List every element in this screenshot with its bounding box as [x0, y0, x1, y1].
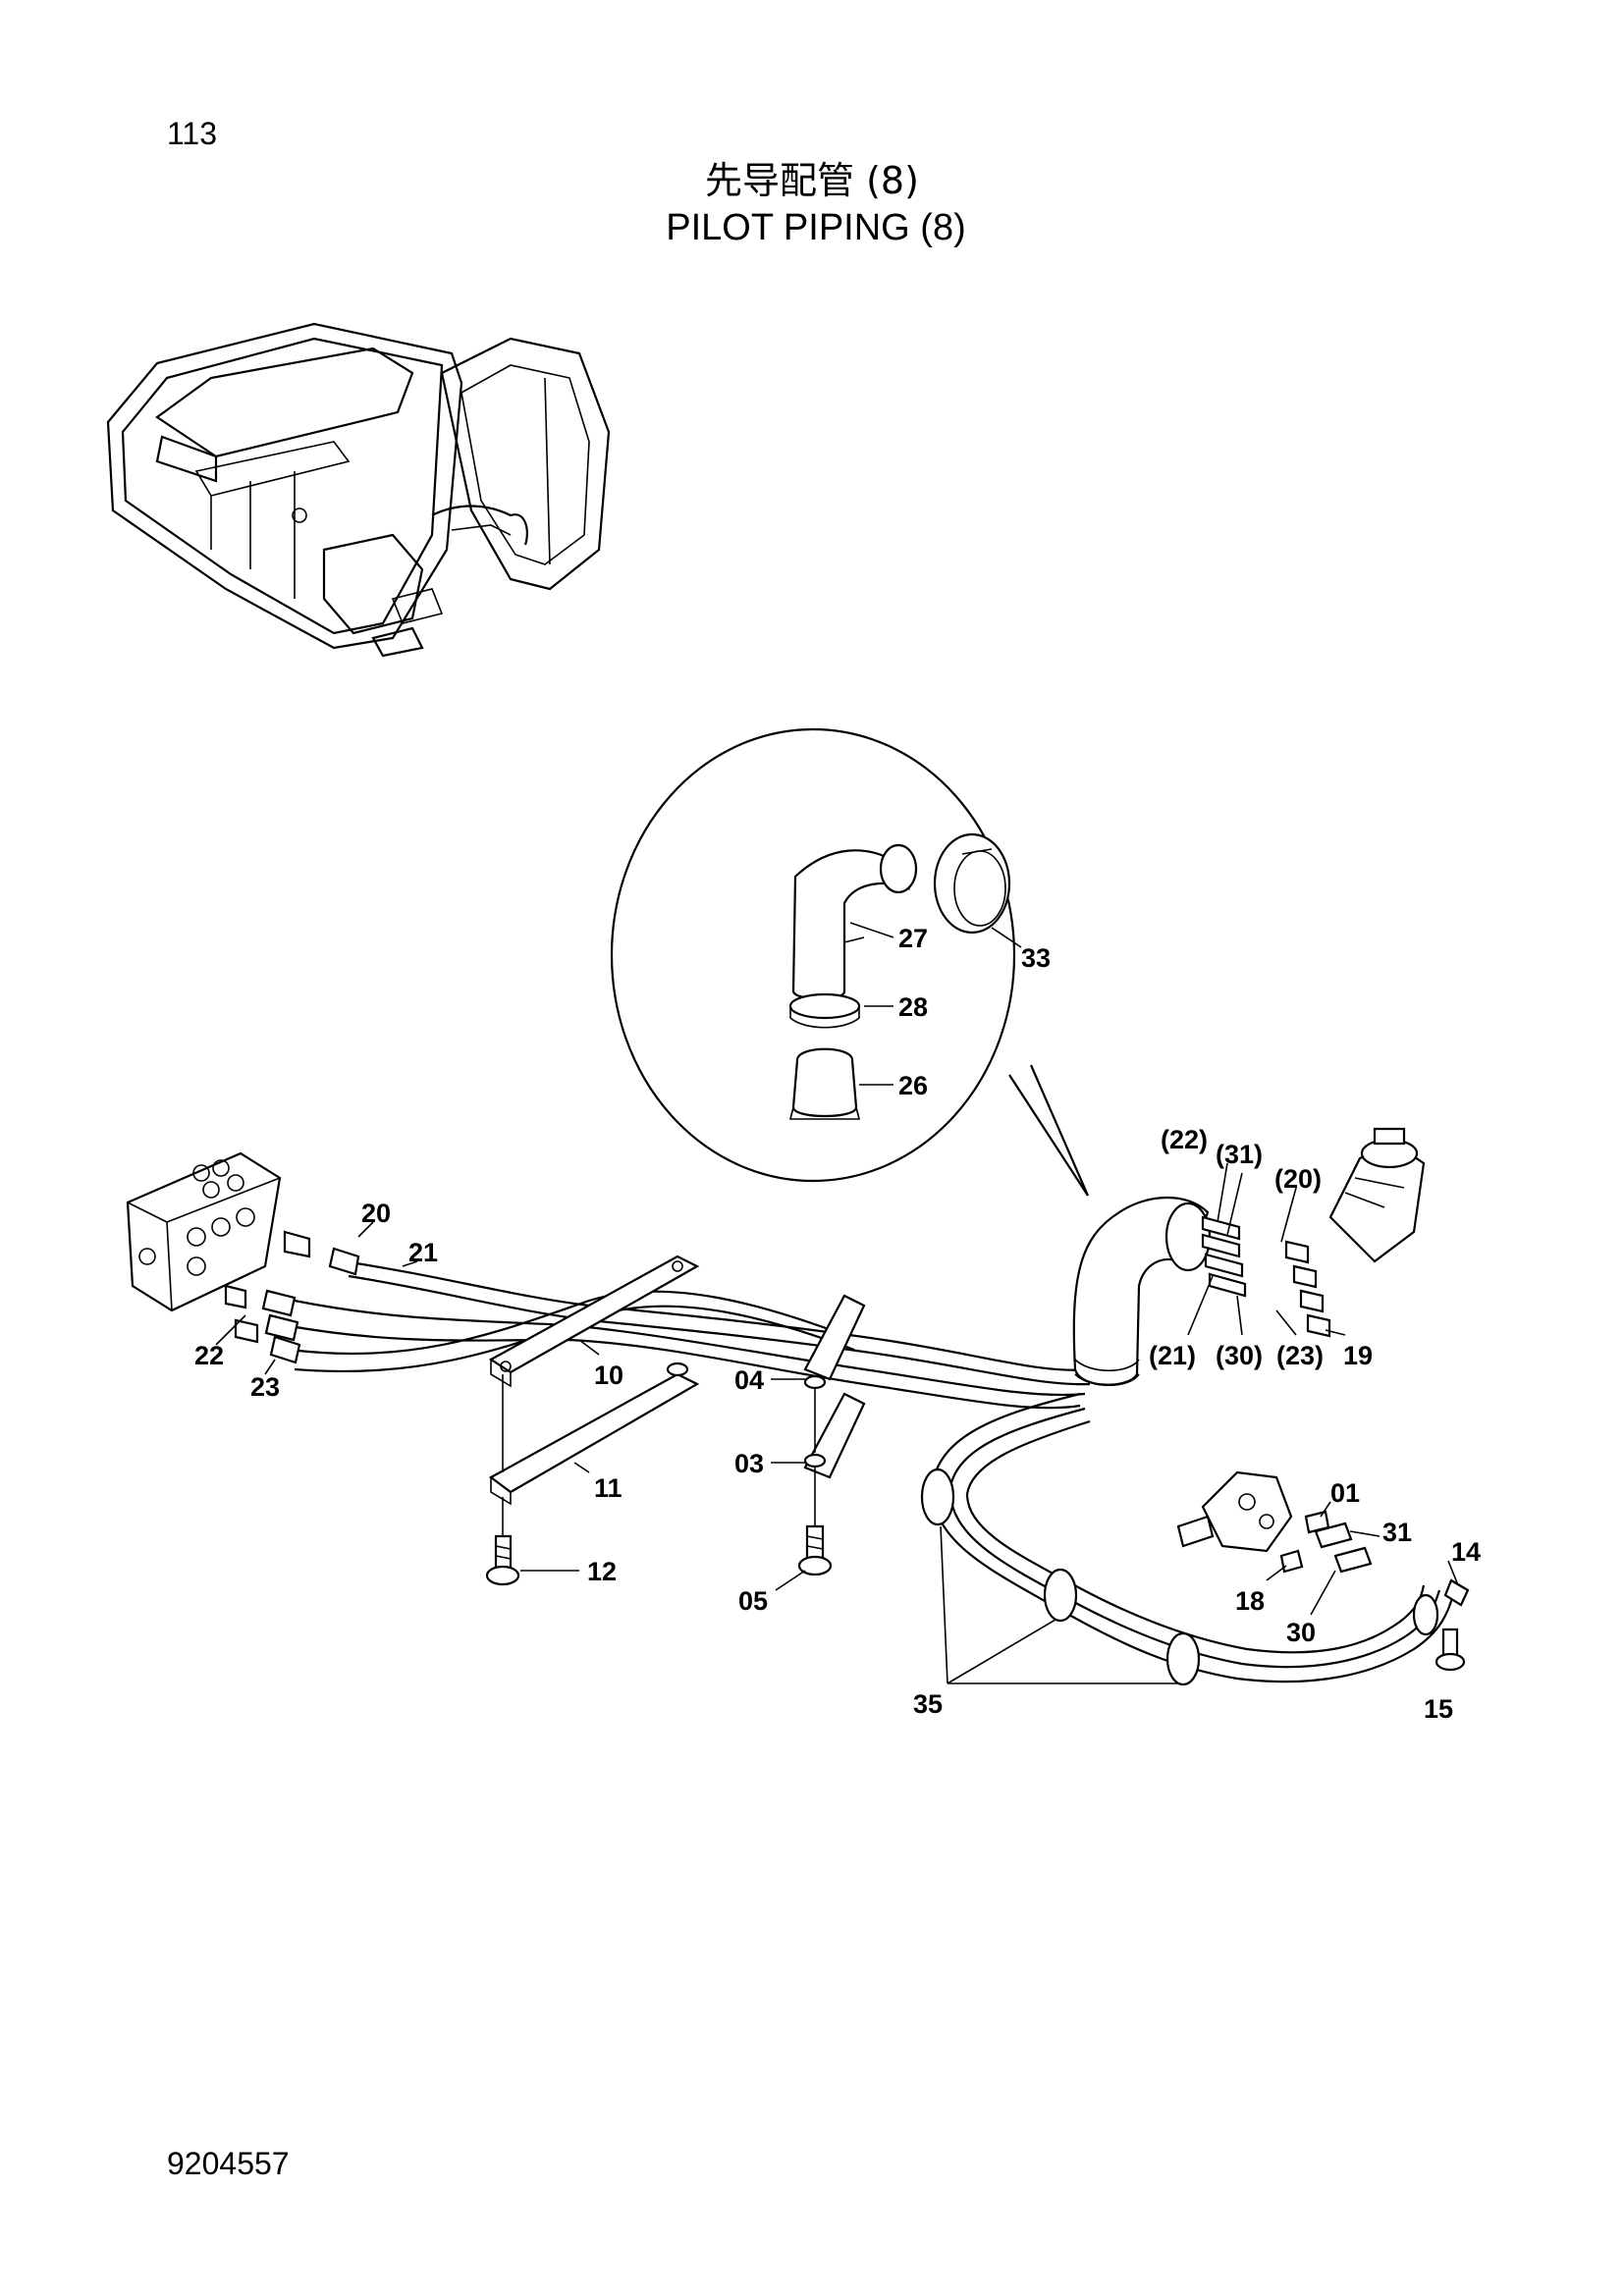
document-number: 9204557	[167, 2146, 290, 2181]
label-r22: (22)	[1161, 1125, 1208, 1154]
label-19: 19	[1343, 1341, 1373, 1370]
label-10: 10	[594, 1361, 623, 1390]
part-labels: 27 33 28 26 20 21 22 23 10 11 12 04 03 0…	[194, 924, 1481, 1724]
stay-assembly-left	[485, 1255, 700, 1586]
label-r23: (23)	[1276, 1341, 1324, 1370]
label-04: 04	[734, 1365, 764, 1395]
label-28: 28	[898, 992, 928, 1022]
stay-assembly-center	[797, 1294, 866, 1576]
label-12: 12	[587, 1557, 617, 1586]
title-chinese-text: 先导配管 (8)	[705, 159, 919, 202]
left-valve-block	[126, 1151, 311, 1344]
label-r21: (21)	[1149, 1341, 1196, 1370]
title-chinese: 先导配管 (8)	[0, 157, 1624, 204]
label-05: 05	[738, 1586, 768, 1616]
label-26: 26	[898, 1071, 928, 1100]
label-21: 21	[408, 1238, 438, 1267]
label-30: 30	[1286, 1618, 1316, 1647]
label-11: 11	[594, 1473, 623, 1503]
label-35: 35	[913, 1689, 943, 1719]
detail-callout	[610, 727, 1090, 1197]
label-01: 01	[1330, 1478, 1360, 1508]
pilot-valve-upper	[1284, 1127, 1426, 1338]
label-r30: (30)	[1216, 1341, 1263, 1370]
label-20: 20	[361, 1199, 391, 1228]
title-english-text: PILOT PIPING (8)	[666, 207, 966, 248]
hose-bundle	[261, 1197, 1470, 1686]
label-23: 23	[250, 1372, 280, 1402]
label-33: 33	[1021, 943, 1051, 973]
label-15: 15	[1424, 1694, 1453, 1724]
label-31: 31	[1382, 1518, 1412, 1547]
label-03: 03	[734, 1449, 764, 1478]
label-r31: (31)	[1216, 1140, 1263, 1169]
label-r20: (20)	[1274, 1164, 1322, 1194]
title-english: PILOT PIPING (8)	[0, 204, 1624, 251]
page-number: 113	[167, 116, 218, 151]
leader-lines	[215, 1162, 1459, 1684]
page-title: 先导配管 (8) PILOT PIPING (8)	[0, 157, 1624, 251]
label-22: 22	[194, 1341, 224, 1370]
label-18: 18	[1235, 1586, 1265, 1616]
pilot-valve-lower	[1176, 1470, 1466, 1672]
label-27: 27	[898, 924, 928, 953]
excavator-overview	[106, 322, 611, 658]
label-14: 14	[1451, 1537, 1481, 1567]
